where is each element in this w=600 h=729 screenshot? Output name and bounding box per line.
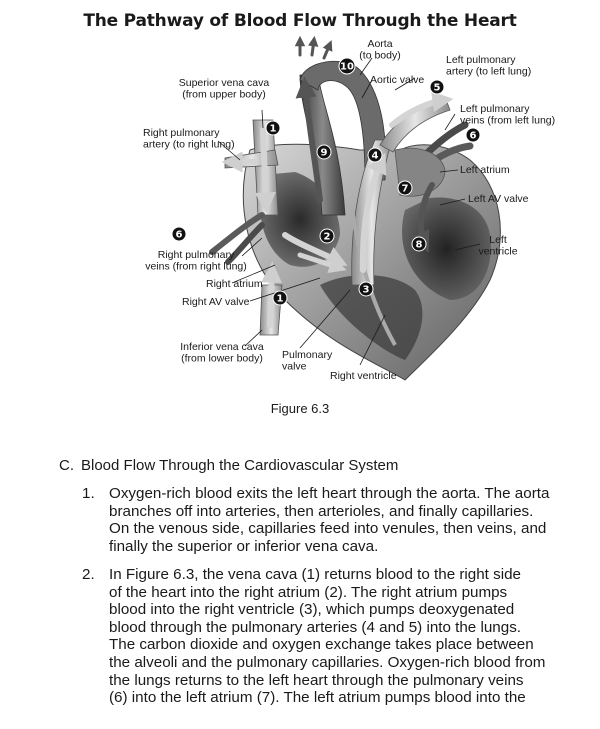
step-marker-6: 6: [172, 227, 186, 241]
svg-text:7: 7: [402, 184, 409, 195]
svg-text:9: 9: [321, 148, 328, 159]
step-marker-2: 2: [320, 229, 334, 243]
section-heading: C.Blood Flow Through the Cardiovascular …: [59, 457, 398, 474]
step-marker-6: 6: [466, 128, 480, 142]
paragraph-line: blood through the pulmonary arteries (4 …: [109, 619, 564, 637]
label-right-ventricle: Right ventricle: [330, 370, 397, 382]
list-item-number: 1.: [82, 485, 95, 503]
section-letter: C.: [59, 457, 81, 474]
svg-text:1: 1: [270, 124, 277, 135]
section-title: Blood Flow Through the Cardiovascular Sy…: [81, 457, 398, 474]
label-inferior-vena-cava: Inferior vena cava(from lower body): [180, 341, 264, 365]
svg-text:6: 6: [176, 230, 183, 241]
svg-text:2: 2: [324, 232, 331, 243]
step-marker-10: 10: [339, 58, 355, 74]
step-marker-5: 5: [430, 80, 444, 94]
paragraph-line: The carbon dioxide and oxygen exchange t…: [109, 636, 564, 654]
paragraph-line: of the heart into the right atrium (2). …: [109, 584, 564, 602]
paragraph-line: In Figure 6.3, the vena cava (1) returns…: [109, 566, 564, 584]
label-superior-vena-cava: Superior vena cava(from upper body): [179, 77, 270, 101]
paragraph-line: the alveoli and the pulmonary capillarie…: [109, 654, 564, 672]
list-item-2: 2. In Figure 6.3, the vena cava (1) retu…: [109, 566, 564, 707]
heart-diagram: 1 1 2 3 4 5 6 6 7 8 9 10 Aorta(to body) Aortic valve…: [0, 0, 600, 400]
step-marker-7: 7: [398, 181, 412, 195]
paragraph-line: (6) into the left atrium (7). The left a…: [109, 689, 564, 707]
label-right-av-valve: Right AV valve: [182, 296, 250, 308]
paragraph-line: finally the superior or inferior vena ca…: [109, 538, 564, 556]
step-marker-8: 8: [412, 237, 426, 251]
list-item-1: 1. Oxygen-rich blood exits the left hear…: [109, 485, 564, 555]
paragraph-line: branches off into arteries, then arterio…: [109, 503, 564, 521]
paragraph-line: the lungs returns to the left heart thro…: [109, 672, 564, 690]
svg-text:4: 4: [372, 151, 379, 162]
list-item-number: 2.: [82, 566, 95, 584]
svg-text:10: 10: [340, 62, 354, 73]
label-right-atrium: Right atrium: [206, 278, 263, 290]
step-marker-1: 1: [266, 121, 280, 135]
svg-text:1: 1: [277, 294, 284, 305]
svg-text:5: 5: [434, 83, 441, 94]
label-aortic-valve: Aortic valve: [370, 74, 424, 86]
label-left-atrium: Left atrium: [460, 164, 510, 176]
step-marker-9: 9: [317, 145, 331, 159]
step-marker-3: 3: [359, 282, 373, 296]
svg-text:8: 8: [416, 240, 423, 251]
paragraph-line: On the venous side, capillaries feed int…: [109, 520, 564, 538]
paragraph-line: Oxygen-rich blood exits the left heart t…: [109, 485, 564, 503]
step-marker-1: 1: [273, 291, 287, 305]
svg-text:3: 3: [363, 285, 370, 296]
label-left-av-valve: Left AV valve: [468, 193, 529, 205]
step-marker-4: 4: [368, 148, 382, 162]
svg-text:6: 6: [470, 131, 477, 142]
paragraph-line: blood into the right ventricle (3), whic…: [109, 601, 564, 619]
figure-caption: Figure 6.3: [0, 401, 600, 416]
label-aorta: Aorta(to body): [359, 38, 400, 62]
